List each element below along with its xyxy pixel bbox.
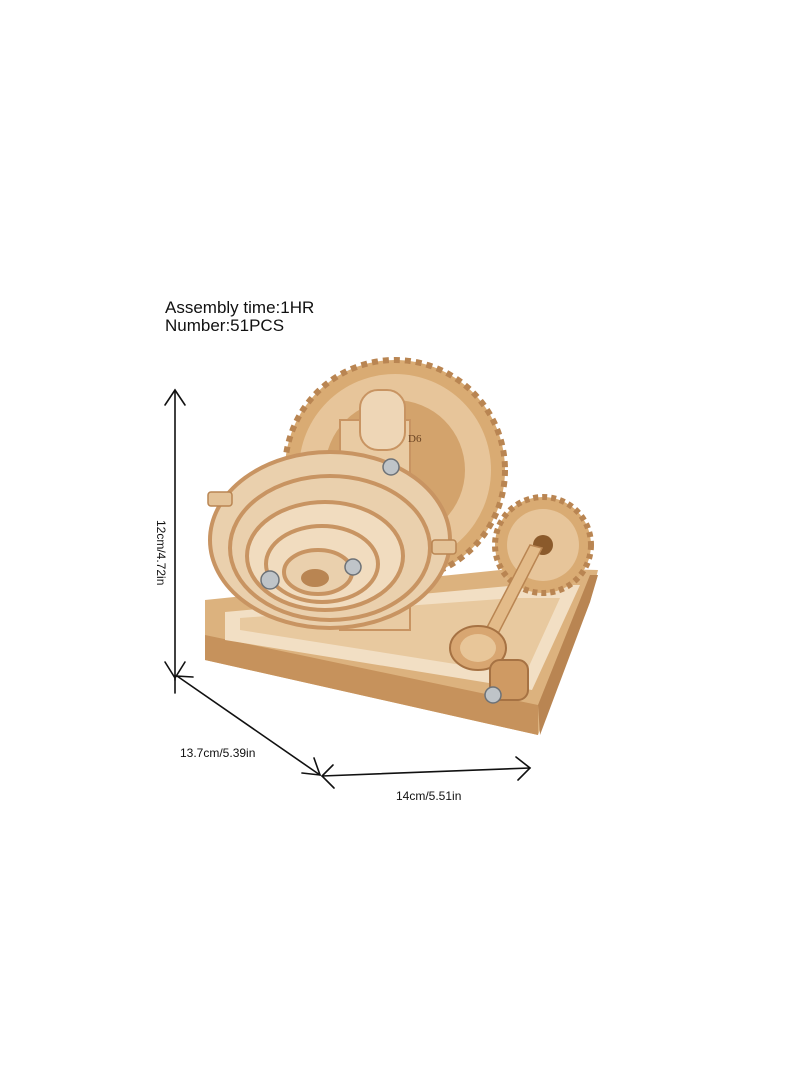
piece-count: Number:51PCS — [165, 316, 285, 335]
steel-ball — [260, 570, 280, 590]
assembly-time: Assembly time:1HR — [165, 298, 315, 317]
dimension-arrows — [164, 388, 532, 789]
steel-ball — [484, 686, 502, 704]
steel-balls — [260, 458, 502, 704]
steel-ball — [344, 558, 362, 576]
steel-ball — [382, 458, 400, 476]
part-label: D6 — [408, 433, 422, 445]
height-label: 12cm/4.72in — [154, 520, 168, 586]
depth-arrow — [176, 675, 321, 776]
crank-shaft — [449, 544, 544, 701]
width-arrow — [321, 767, 531, 777]
spiral-track — [207, 450, 457, 630]
small-gear — [492, 494, 594, 596]
depth-label: 13.7cm/5.39in — [180, 746, 256, 760]
width-label: 14cm/5.51in — [396, 789, 462, 803]
